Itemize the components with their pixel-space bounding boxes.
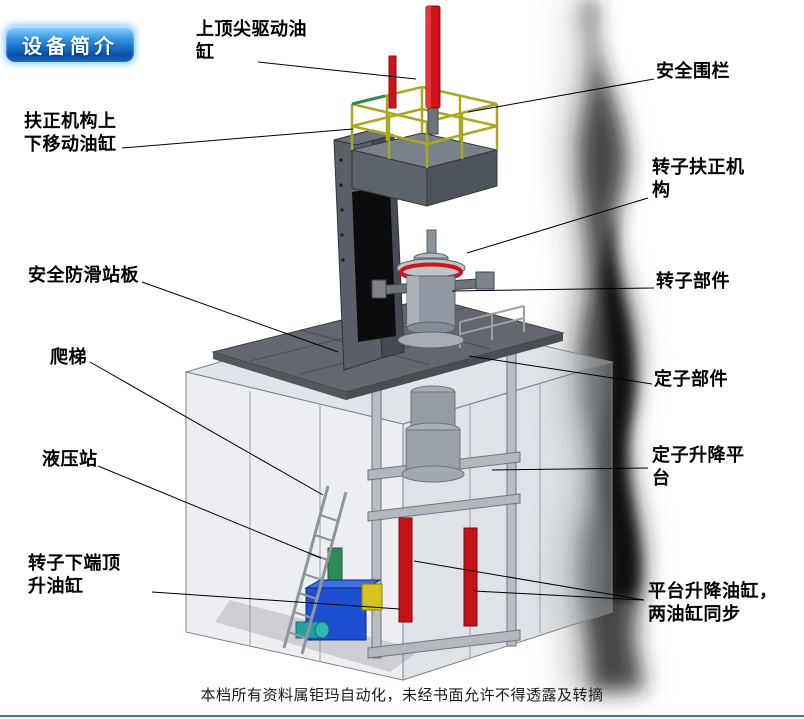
hydraulic-station <box>295 547 383 641</box>
platform-lift-cylinders <box>398 517 478 627</box>
callout-anti-slip-platform: 安全防滑站板 <box>28 265 139 286</box>
platform-side-rail <box>459 305 525 348</box>
bottom-accent-line <box>0 715 804 717</box>
callout-ladder: 爬梯 <box>50 347 87 368</box>
callout-rotor-component: 转子部件 <box>656 271 730 292</box>
callout-safety-fence: 安全围栏 <box>656 61 730 82</box>
rotor-assembly <box>396 229 466 349</box>
footer-copyright: 本档所有资料属钜玛自动化，未经书面允许不得透露及转摘 <box>200 686 604 704</box>
callout-hydraulic-station: 液压站 <box>42 449 98 470</box>
railing-green-segment <box>351 94 386 106</box>
callout-rotor-centering-mechanism: 转子扶正机构 <box>652 157 745 201</box>
callout-stator-component: 定子部件 <box>654 369 728 390</box>
callout-platform-lift-cylinders: 平台升降油缸，两油缸同步 <box>648 581 778 625</box>
callout-top-spindle-cylinder: 上顶尖驱动油缸 <box>196 19 307 63</box>
title-badge: 设备简介 <box>6 26 134 62</box>
stator-column <box>401 385 465 483</box>
safety-fence-railing <box>350 85 499 168</box>
callout-centering-lift-cylinder: 扶正机构上下移动油缸 <box>24 111 117 155</box>
leader-lines <box>89 61 655 610</box>
smoke-shadow <box>561 0 644 690</box>
top-drive-cylinder <box>388 5 441 135</box>
callout-rotor-bottom-jack-cylinder: 转子下端顶升油缸 <box>28 553 121 597</box>
callout-stator-lift-platform: 定子升降平台 <box>652 445 745 489</box>
